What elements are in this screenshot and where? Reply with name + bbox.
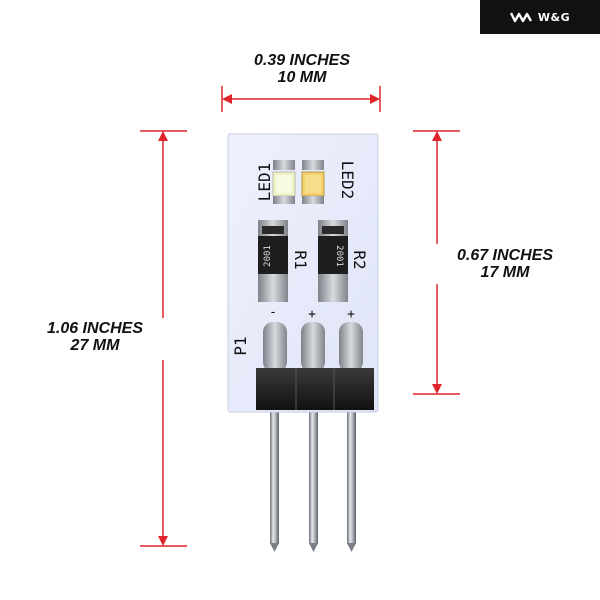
resistor-r2 xyxy=(318,220,348,302)
pin1-sign: - xyxy=(269,305,277,320)
r1-silk-label: R1 xyxy=(291,250,310,269)
pin3-sign: + xyxy=(347,307,355,322)
brand-badge: W&G xyxy=(480,0,600,34)
pin-solder-joints xyxy=(263,322,363,372)
total-height-dimension-label: 1.06 INCHES 27 MM xyxy=(30,320,160,354)
pin-header-silk-label: P1 xyxy=(231,336,250,355)
resistor-r1 xyxy=(258,220,288,302)
board-height-metric: 17 MM xyxy=(480,264,530,281)
r2-silk-label: R2 xyxy=(350,250,369,269)
width-imperial: 0.39 INCHES xyxy=(253,52,351,69)
resistor1-code: 2001 xyxy=(263,245,273,267)
board-height-dimension-label: 0.67 INCHES 17 MM xyxy=(440,247,570,281)
total-height-metric: 27 MM xyxy=(70,337,120,354)
board-height-dimension-line xyxy=(413,130,460,395)
pin2-sign: + xyxy=(308,307,316,322)
resistor2-code: 2001 xyxy=(334,245,344,267)
total-height-dimension-line xyxy=(140,130,187,547)
width-dimension-label: 0.39 INCHES 10 MM xyxy=(232,52,372,86)
board-height-imperial: 0.67 INCHES xyxy=(456,247,554,264)
led1 xyxy=(272,160,296,204)
brand-name: W&G xyxy=(537,10,571,24)
wg-crown-icon xyxy=(509,12,532,23)
width-dimension-line xyxy=(221,86,381,112)
pin-header xyxy=(256,368,374,410)
total-height-imperial: 1.06 INCHES xyxy=(46,320,144,337)
width-metric: 10 MM xyxy=(277,69,327,86)
led1-silk-label: LED1 xyxy=(255,163,274,202)
pins xyxy=(270,405,356,552)
led2-silk-label: LED2 xyxy=(338,161,357,200)
led2 xyxy=(301,160,325,204)
